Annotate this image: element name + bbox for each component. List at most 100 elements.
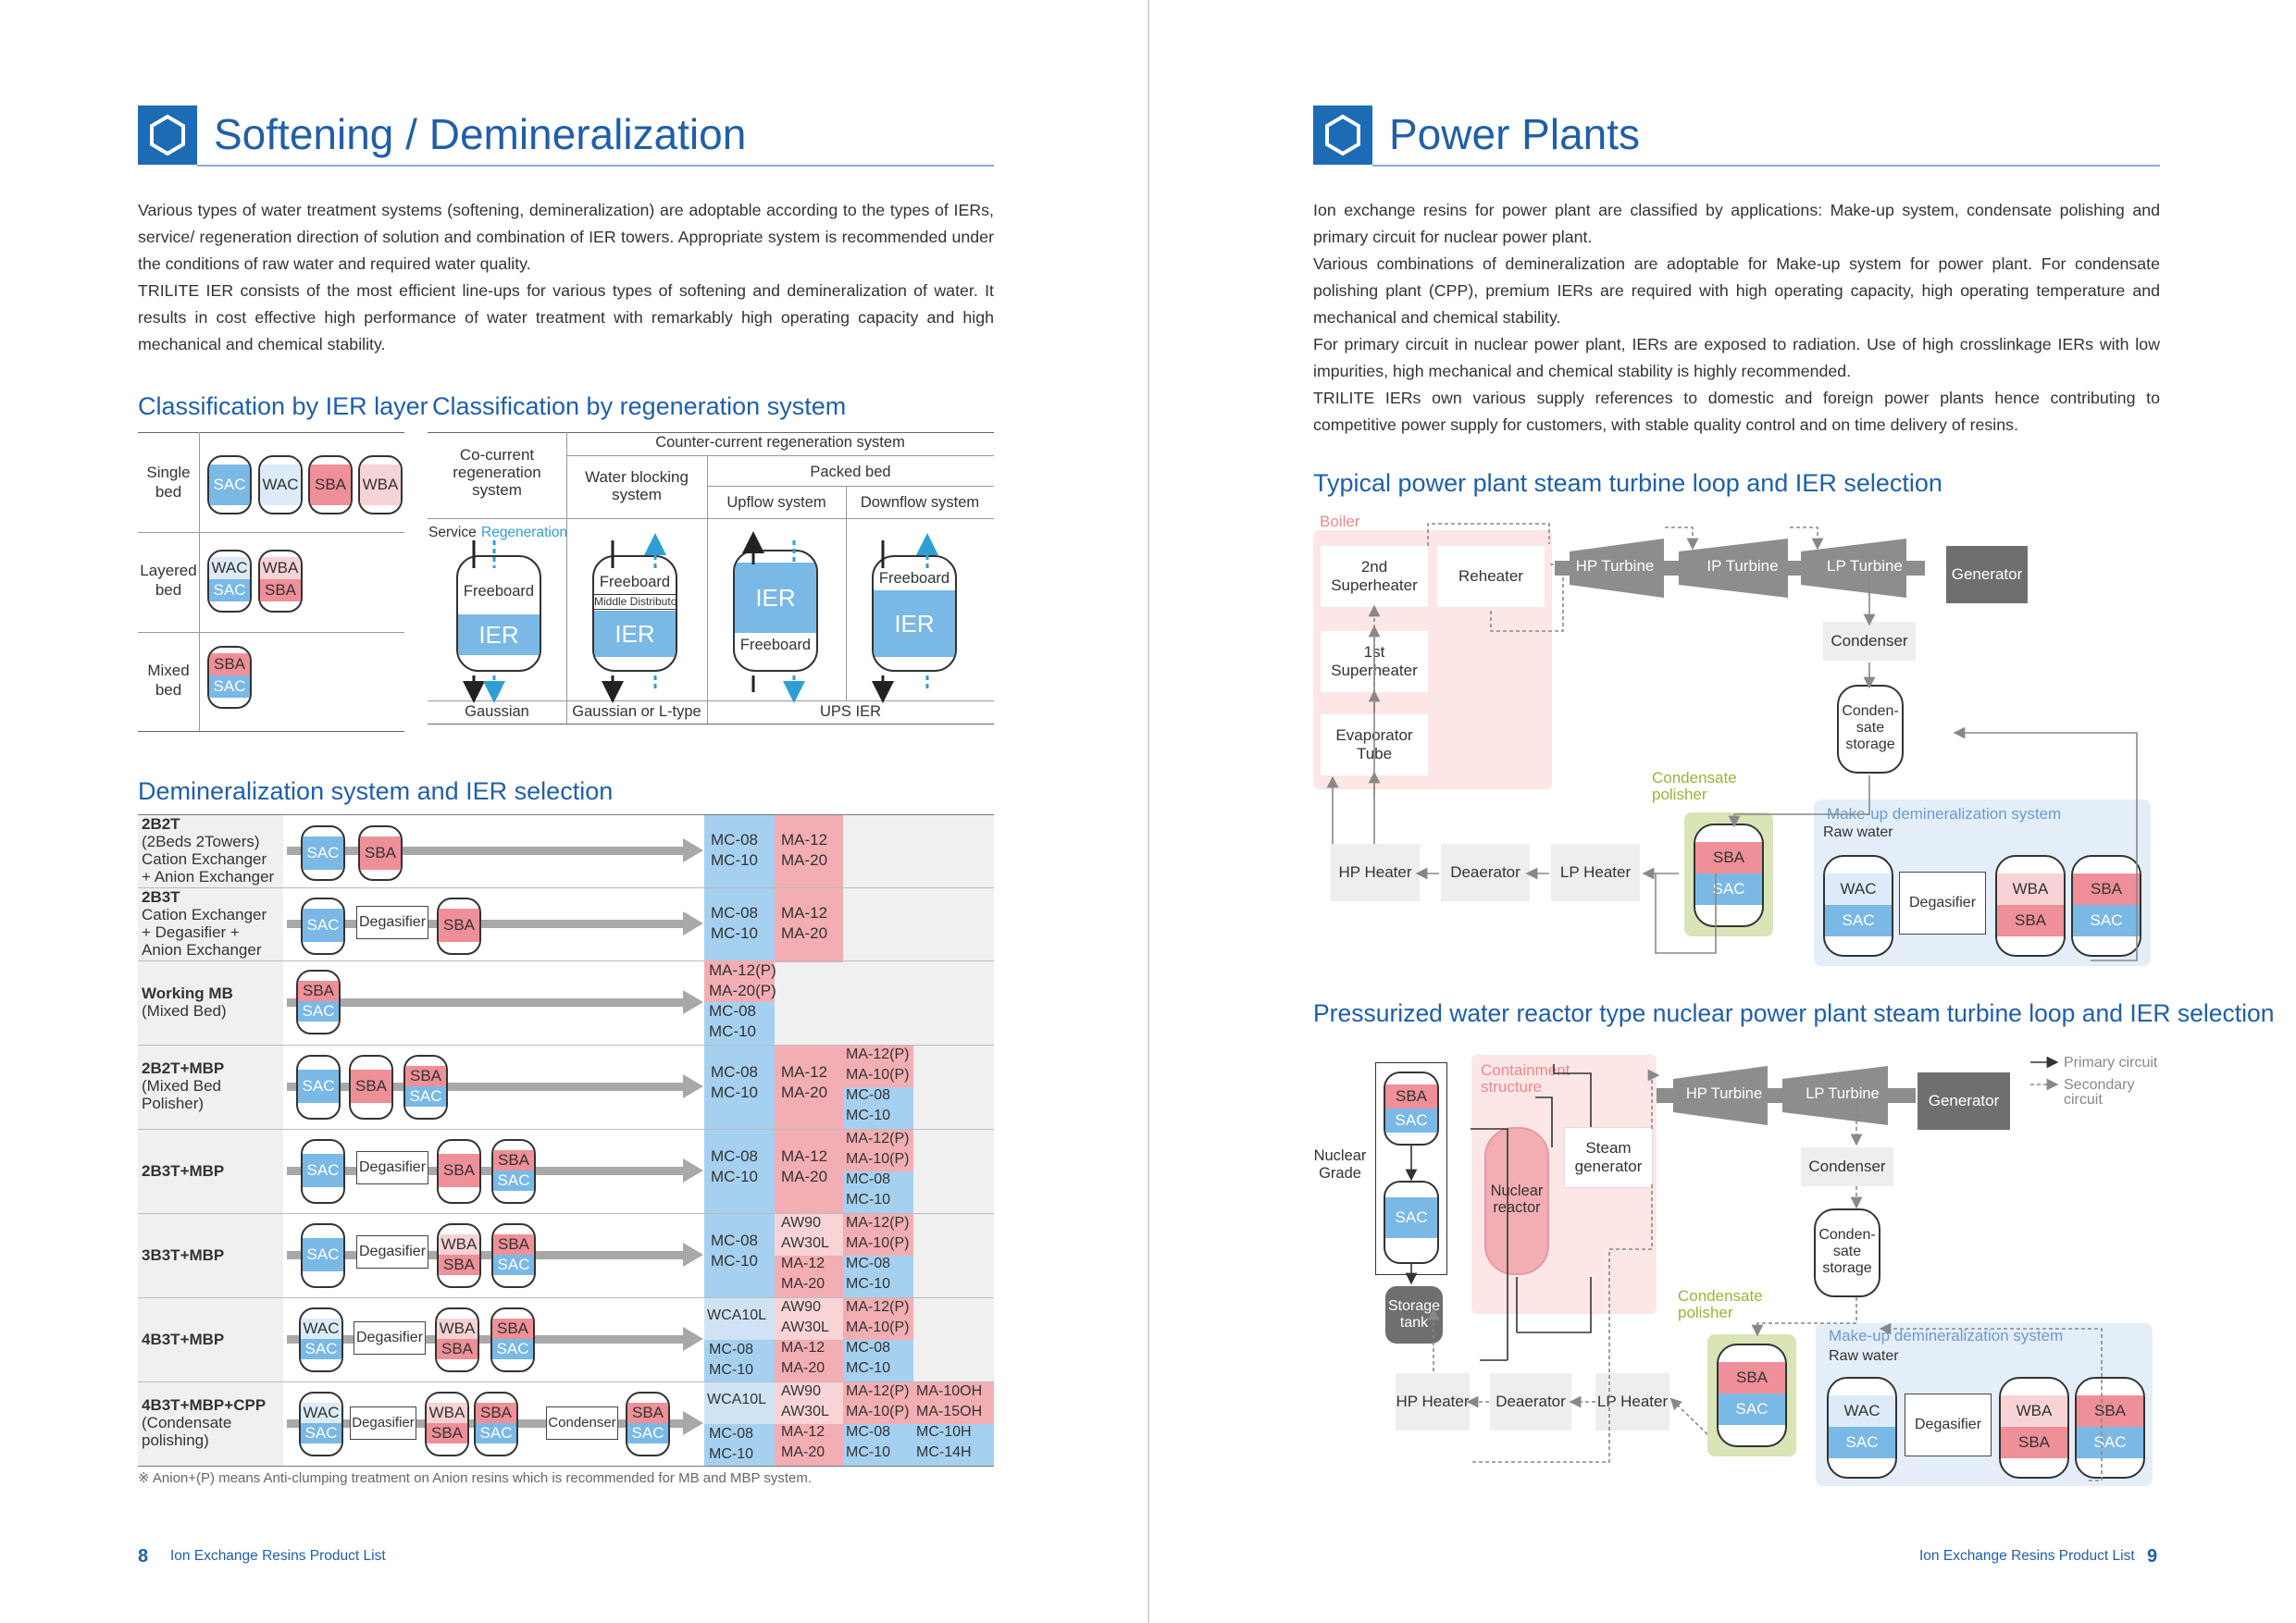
bottom-label: Gaussian (465, 703, 529, 720)
resin-sac: SAC (476, 1423, 516, 1443)
tower: SBA SAC (403, 1055, 448, 1120)
reheater-box: Reheater (1437, 546, 1545, 607)
degasifier-box: Degasifier (356, 906, 428, 939)
layer-row-label: Mixed bed (147, 662, 190, 699)
intro-paragraph: Ion exchange resins for power plant are … (1313, 201, 2160, 246)
tower: WBA SBA (437, 1223, 481, 1288)
diagram2-connectors (1405, 1064, 2103, 1481)
tower: SBA SAC (474, 1392, 518, 1456)
page-title: Power Plants (1389, 110, 1641, 158)
tower: SBA SAC (296, 970, 341, 1035)
flow-arrow (287, 920, 685, 928)
page-number: 8 (138, 1546, 149, 1567)
wac-cell (704, 1381, 775, 1424)
table-rule (138, 1381, 994, 1382)
nuclear-grade-vessel: SBA SAC (1384, 1072, 1439, 1146)
deaerator-box: Deaerator (1490, 1373, 1571, 1431)
lp-turbine-label: LP Turbine (1827, 557, 1903, 575)
cation-column (704, 814, 775, 1466)
tower: SAC (296, 1055, 341, 1120)
cation-mb-column (843, 1340, 913, 1381)
arrow-head (683, 1327, 703, 1351)
makeup-label: Make-up demineralization system (1827, 805, 2062, 823)
tower: WBA SBA (425, 1392, 469, 1456)
middle-distributor-label: Middle Distributor (594, 594, 677, 610)
right-section-header: Power Plants (1313, 105, 2160, 167)
tower: SAC (301, 825, 345, 881)
resin-sac: SAC (1719, 1394, 1785, 1425)
packed-bed-label: Packed bed (810, 464, 891, 480)
hexagon-icon (1313, 105, 1372, 165)
resin-sac: SAC (209, 579, 250, 601)
resin-sac: SAC (301, 1339, 341, 1359)
lp-heater-box: LP Heater (1595, 1373, 1669, 1431)
resin-sac: SAC (303, 836, 343, 870)
nuclear-reactor-label: Nuclear reactor (1490, 1183, 1544, 1216)
ier-layer: IER (735, 563, 816, 633)
anion-column (775, 814, 843, 962)
resin-vessel: WAC (258, 455, 303, 514)
resin-vessel: SBA SAC (207, 646, 252, 709)
resin-sac: SAC (298, 1070, 339, 1103)
resin-sba: SBA (260, 579, 301, 601)
table-rule (138, 731, 404, 732)
table-rule (566, 455, 994, 456)
flow-arrow (287, 1083, 685, 1091)
footnote: ※ Anion+(P) means Anti-clumping treatmen… (138, 1470, 813, 1486)
tower: SBA (437, 1139, 481, 1204)
class-regen-heading: Classification by regeneration system (432, 392, 847, 420)
tower: SBA SAC (491, 1223, 536, 1288)
hp-heater-box: HP Heater (1331, 844, 1420, 901)
condensate-storage: Conden- sate storage (1837, 685, 1904, 774)
raw-water-label: Raw water (1823, 824, 1893, 840)
intro-paragraph: Various types of water treatment systems… (138, 201, 994, 273)
page-divider (1148, 0, 1149, 1623)
cpp-cation-column (913, 1424, 994, 1466)
flow-arrow (287, 847, 685, 855)
flow-arrows (463, 531, 938, 703)
resin-sba: SBA (427, 1423, 467, 1443)
regeneration-label: Regeneration (481, 525, 568, 540)
anion-mb-column (843, 1045, 913, 1087)
turbines (1555, 539, 1925, 598)
superheater2-box: 2nd Superheater (1321, 546, 1428, 607)
steam-generator-box: Steam generator (1564, 1127, 1653, 1188)
resin-sba: SBA (405, 1066, 446, 1086)
resin-wac: WAC (260, 465, 301, 505)
resin-wac: WAC (301, 1319, 341, 1339)
resin-sba: SBA (2077, 1395, 2143, 1427)
anion-mb-column (843, 1381, 913, 1424)
wac-cell (704, 1297, 775, 1340)
tower: WAC SAC (299, 1307, 343, 1372)
left-intro: Various types of water treatment systems… (138, 197, 994, 358)
resin-wac: WAC (1825, 873, 1892, 905)
resin-sba: SBA (2073, 873, 2140, 905)
anion-mb-column (843, 1129, 913, 1171)
resin-sba: SBA (493, 1150, 534, 1171)
ier-layer: IER (874, 590, 955, 657)
resin-sac: SAC (209, 465, 250, 505)
table-rule (138, 1466, 994, 1467)
freeboard-label: Freeboard (878, 570, 950, 587)
table-rule (138, 532, 404, 533)
resin-sba: SBA (493, 1234, 534, 1255)
co-current-label: Co-current regeneration system (453, 446, 541, 499)
resin-wac: WAC (1829, 1395, 1895, 1427)
resin-sba: SBA (439, 1154, 479, 1187)
cpp-anion-column (913, 1381, 994, 1424)
ip-turbine-label: IP Turbine (1706, 557, 1779, 575)
diagram2-heading: Pressurized water reactor type nuclear p… (1313, 999, 2275, 1027)
resin-sba: SBA (360, 836, 401, 870)
tower: SBA SAC (626, 1392, 670, 1456)
table-rule (138, 814, 994, 815)
